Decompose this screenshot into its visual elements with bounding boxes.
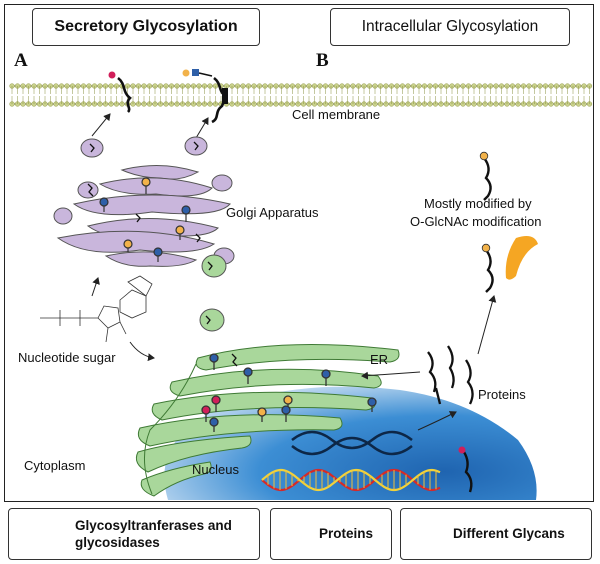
legend-enzymes-line1: Glycosyltranferases and — [75, 518, 232, 533]
o-glcnac-label-line2: O-GlcNAc modification — [410, 214, 542, 229]
panel-a-label: A — [14, 50, 28, 71]
cell-membrane-label: Cell membrane — [292, 107, 381, 122]
transport-vesicles — [199, 254, 227, 332]
protein-chain-icon — [427, 345, 474, 405]
er-icon — [135, 344, 400, 497]
nucleus-label: Nucleus — [192, 462, 239, 477]
nucleotide-sugar-structure-icon — [40, 275, 153, 343]
cell-membrane-icon — [9, 83, 593, 107]
legend-glycans: Different Glycans — [400, 508, 592, 560]
intracellular-title: Intracellular Glycosylation — [330, 8, 570, 46]
secretory-title: Secretory Glycosylation — [32, 8, 260, 46]
legend-enzymes: Glycosyltranferases and glycosidases — [8, 508, 260, 560]
o-glcnac-protein-top — [479, 151, 492, 201]
o-glcnac-protein-bottom — [481, 243, 494, 293]
panel-b-label: B — [316, 50, 329, 71]
membrane-protein-b — [182, 69, 228, 124]
legend-enzymes-line2: glycosidases — [75, 535, 160, 550]
ogt-enzyme-icon — [505, 236, 538, 280]
legend-glycans-label: Different Glycans — [453, 526, 565, 541]
golgi-label: Golgi Apparatus — [226, 205, 319, 220]
cytoplasm-label: Cytoplasm — [24, 458, 86, 473]
er-label: ER — [370, 352, 389, 367]
proteins-label: Proteins — [478, 387, 526, 402]
dna-helix-icon — [261, 430, 441, 492]
legend-proteins: Proteins — [270, 508, 392, 560]
nucleotide-sugar-label: Nucleotide sugar — [18, 350, 116, 365]
golgi-apparatus-icon — [53, 136, 235, 267]
nucleus-protein — [458, 446, 473, 493]
membrane-protein-a — [108, 71, 132, 113]
o-glcnac-label-line1: Mostly modified by — [424, 196, 532, 211]
legend-proteins-label: Proteins — [319, 526, 374, 541]
